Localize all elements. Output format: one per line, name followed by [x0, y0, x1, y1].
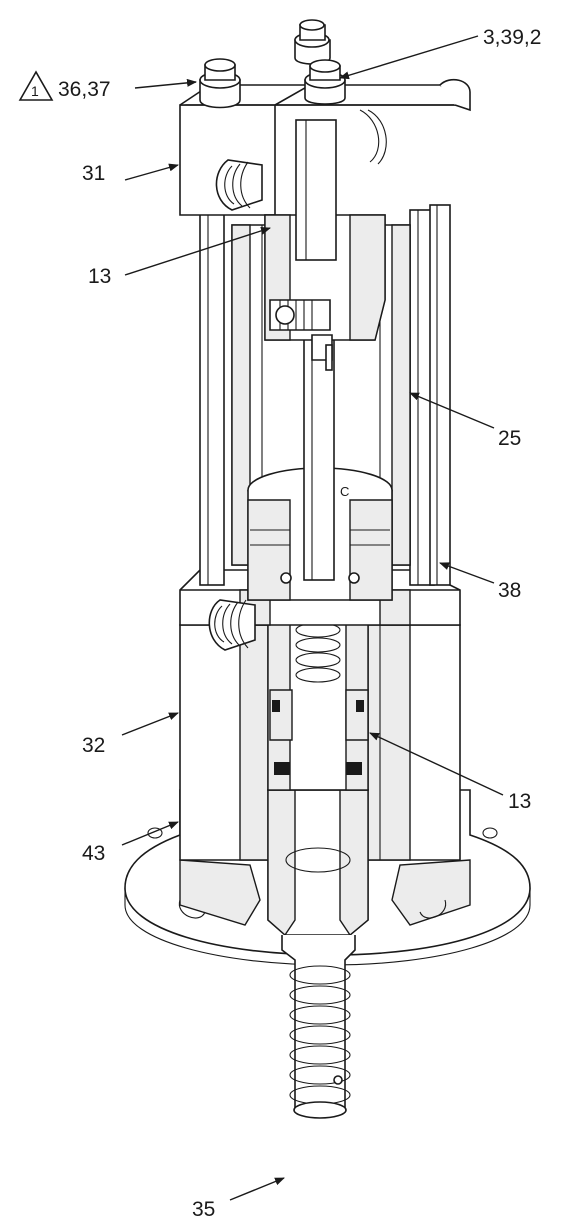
label-38: 38 — [498, 579, 521, 602]
callout-13-upper: 13 — [88, 226, 271, 288]
callout-36-37: 1 36,37 — [18, 70, 197, 101]
label-35: 35 — [192, 1198, 215, 1220]
label-13-upper: 13 — [88, 265, 111, 288]
callout-35: 35 — [192, 1177, 285, 1220]
svg-text:C: C — [340, 484, 349, 499]
label-3-39-2: 3,39,2 — [483, 26, 541, 49]
callout-38: 38 — [439, 562, 521, 602]
callout-31: 31 — [82, 162, 179, 185]
callout-3-39-2: 3,39,2 — [339, 26, 541, 80]
callout-13-lower: 13 — [369, 732, 531, 813]
callout-25: 25 — [409, 392, 521, 450]
callout-32: 32 — [82, 712, 179, 757]
label-13-lower: 13 — [508, 790, 531, 813]
label-32: 32 — [82, 734, 105, 757]
throat-fitting — [267, 789, 369, 1119]
label-43: 43 — [82, 842, 105, 865]
label-31: 31 — [82, 162, 105, 185]
top-block — [179, 78, 471, 371]
callout-43: 43 — [82, 821, 179, 865]
cap-screws — [199, 19, 346, 109]
label-36-37: 36,37 — [58, 78, 111, 101]
label-25: 25 — [498, 427, 521, 450]
warning-number: 1 — [31, 83, 39, 99]
warning-triangle-icon — [18, 70, 54, 101]
